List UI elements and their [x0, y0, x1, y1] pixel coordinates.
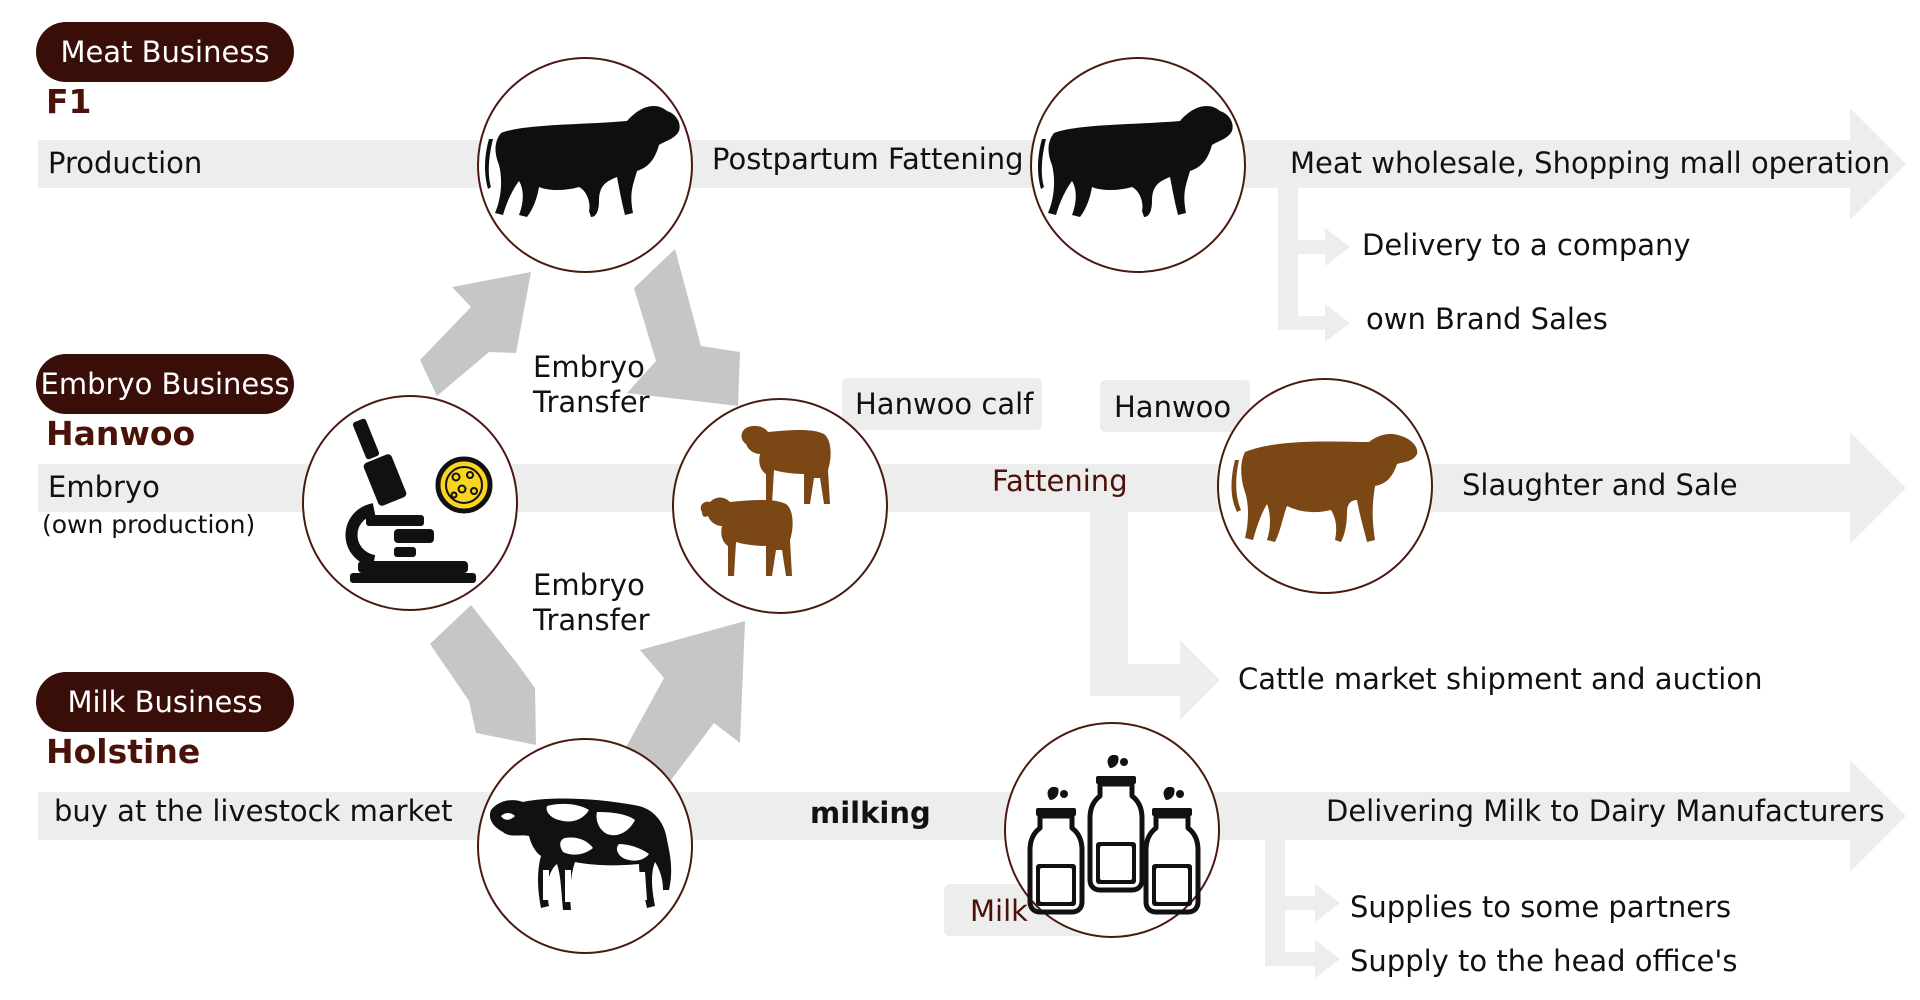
milk-bottles-icon [1027, 754, 1201, 915]
hanwoo-tag: Hanwoo [1114, 390, 1232, 424]
brown-calves-icon [700, 425, 831, 576]
arrow-lab-to-holstein [430, 605, 536, 745]
meat-branch-2: own Brand Sales [1366, 302, 1608, 336]
embryo-start-label: Embryo [48, 470, 160, 504]
milking-label: milking [810, 796, 931, 830]
meat-branch-1: Delivery to a company [1362, 228, 1691, 262]
milk-business-badge: Milk Business [36, 672, 294, 732]
meat-flow-arrow [38, 108, 1906, 220]
black-cow-icon [485, 106, 680, 217]
microscope-icon [345, 418, 493, 583]
milk-flow-arrow [38, 760, 1906, 872]
embryo-lab-node [302, 395, 518, 611]
meat-start-label: Production [48, 146, 203, 180]
milk-branch-2: Supply to the head office's [1350, 944, 1738, 978]
arrow-f1-to-calf [627, 249, 740, 406]
holstein-cow-node [477, 738, 693, 954]
species-holstine: Holstine [46, 732, 201, 771]
fattening-label: Fattening [992, 464, 1128, 498]
arrow-holstein-to-calf [624, 621, 745, 788]
embryo-transfer-lower: Embryo Transfer [533, 568, 650, 637]
f1-cow-node-2 [1030, 57, 1246, 273]
holstein-cow-icon [489, 798, 672, 910]
f1-cow-node [477, 57, 693, 273]
embryo-transfer-upper: Embryo Transfer [533, 350, 650, 419]
hanwoo-cow-node [1217, 378, 1433, 594]
meat-step-label: Postpartum Fattening [712, 142, 1024, 176]
meat-branch-connector [1278, 188, 1350, 342]
milk-bottles-node [1004, 722, 1220, 938]
milk-outcome-label: Delivering Milk to Dairy Manufacturers [1326, 794, 1885, 828]
hanwoo-tag-bg [1100, 380, 1250, 432]
milk-tag: Milk [970, 894, 1028, 928]
hanwoo-calf-tag-bg [842, 378, 1042, 430]
meat-outcome-label: Meat wholesale, Shopping mall operation [1290, 146, 1891, 180]
meat-business-badge: Meat Business [36, 22, 294, 82]
arrow-lab-to-f1 [420, 272, 531, 396]
embryo-outcome-label: Slaughter and Sale [1462, 468, 1738, 502]
hanwoo-calf-node [672, 398, 888, 614]
embryo-branch-connector [1090, 512, 1220, 720]
black-cow-icon [1038, 106, 1233, 217]
embryo-flow-arrow [38, 432, 1906, 544]
species-hanwoo: Hanwoo [46, 414, 196, 453]
milk-branch-1: Supplies to some partners [1350, 890, 1732, 924]
brown-cow-icon [1231, 434, 1418, 542]
species-f1: F1 [46, 82, 92, 121]
embryo-branch-label: Cattle market shipment and auction [1238, 662, 1763, 696]
milk-branch-connector [1265, 840, 1340, 978]
embryo-business-badge: Embryo Business [36, 354, 294, 414]
embryo-start-note: (own production) [42, 510, 256, 539]
milk-start-label: buy at the livestock market [54, 794, 453, 828]
hanwoo-calf-tag: Hanwoo calf [855, 387, 1034, 421]
